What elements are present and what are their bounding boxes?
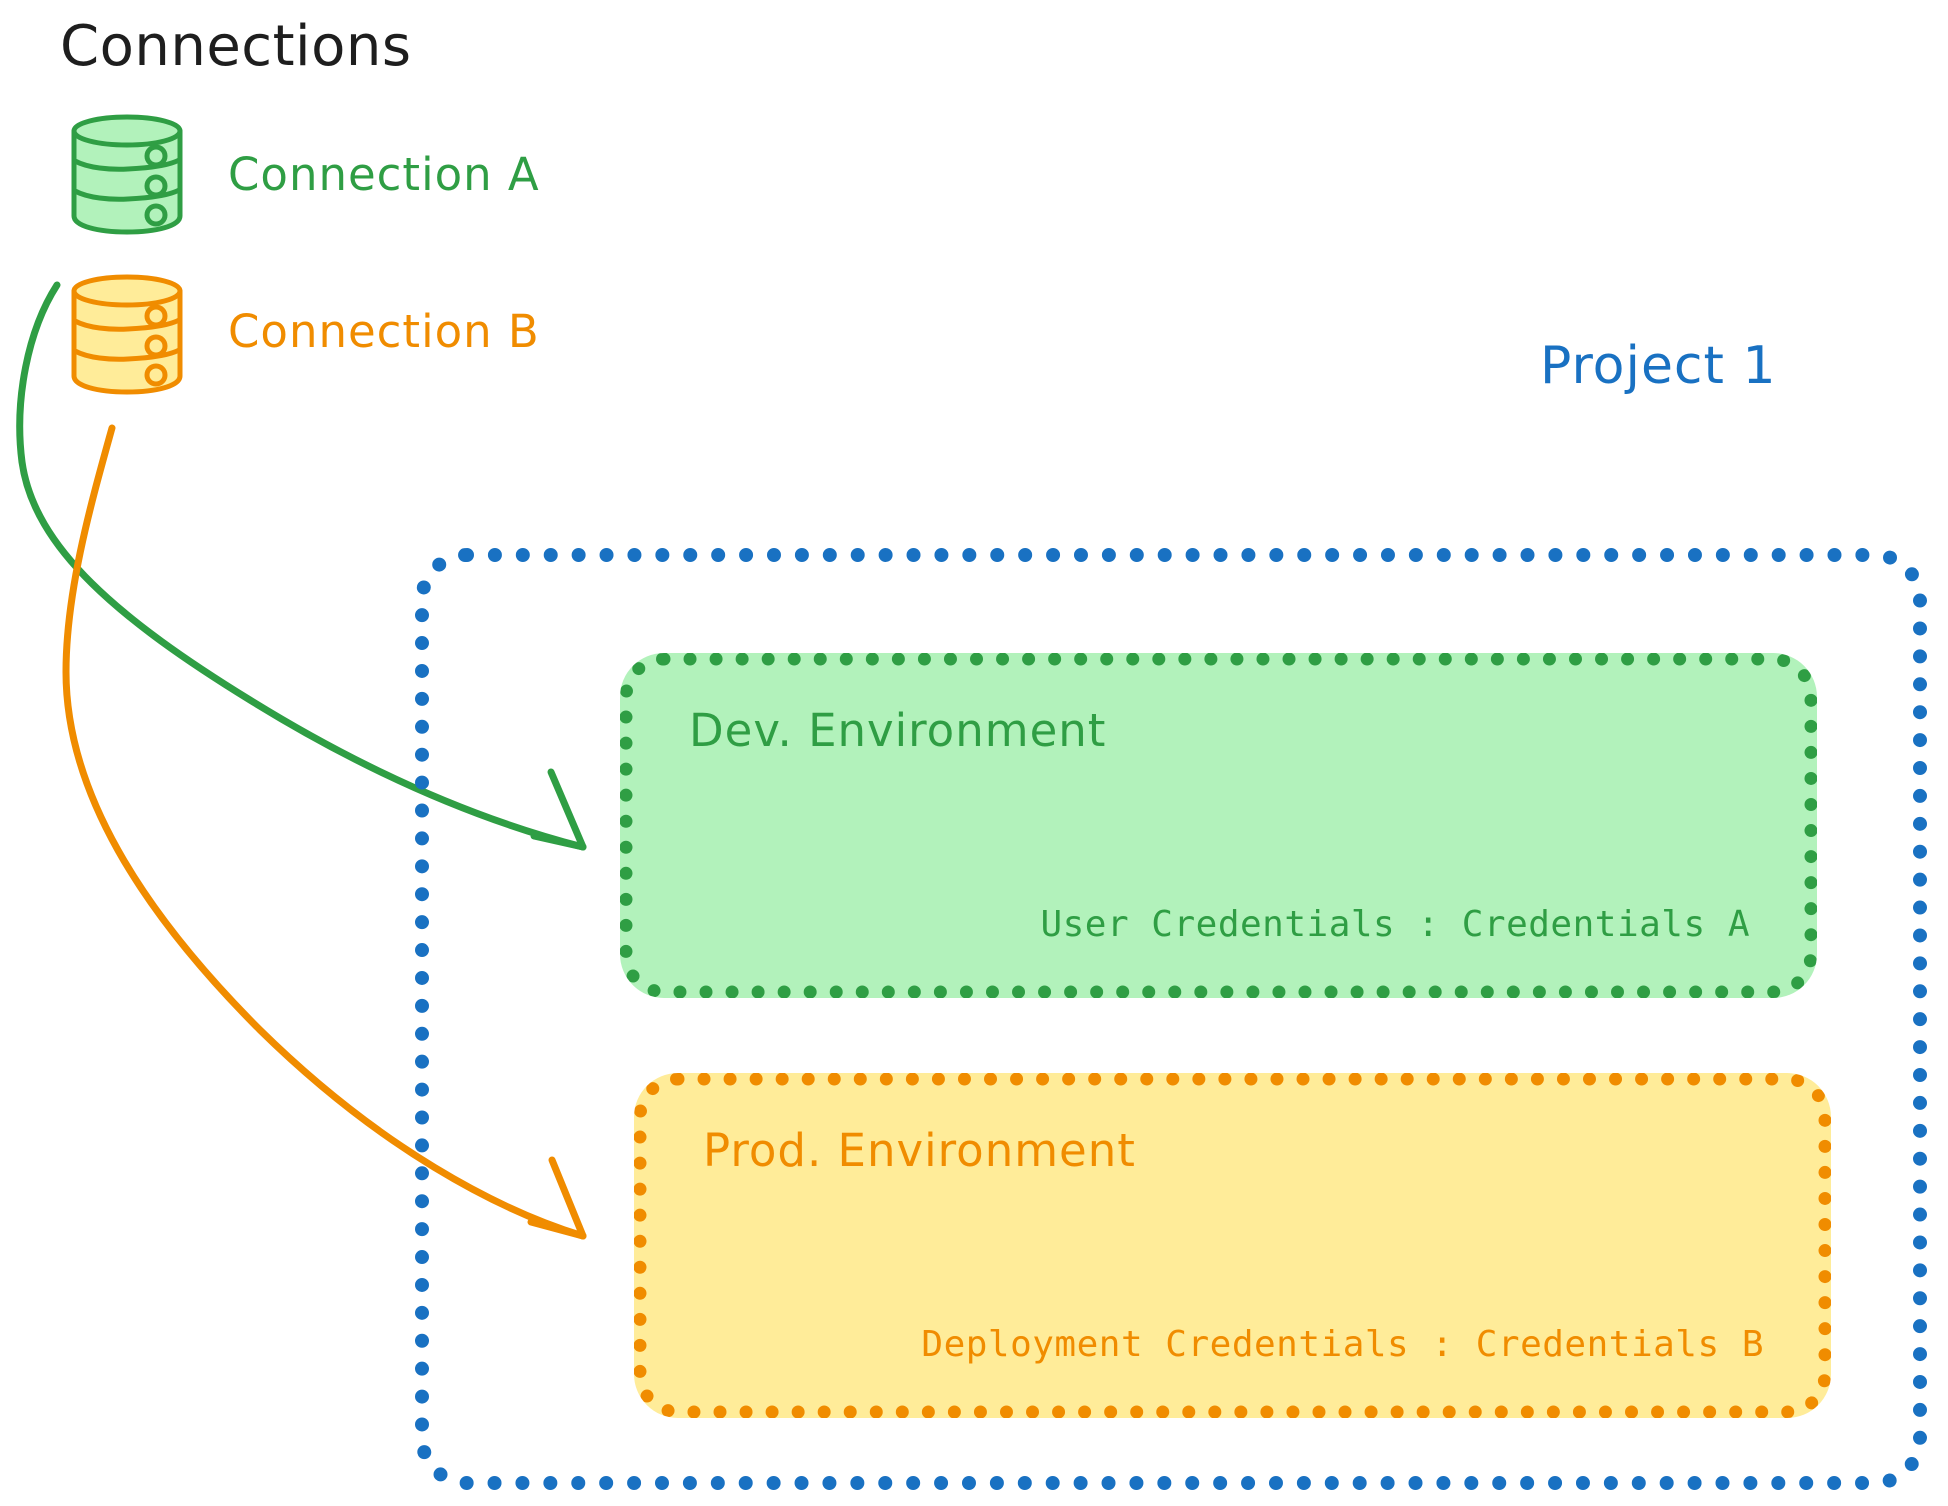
prod-environment-title: Prod. Environment <box>703 1124 1136 1177</box>
prod-environment-credentials: Deployment Credentials : Credentials B <box>921 1324 1764 1365</box>
prod-environment-box: Prod. Environment Deployment Credentials… <box>634 1073 1831 1418</box>
project-title: Project 1 <box>1540 336 1777 396</box>
project-container <box>415 548 1927 1490</box>
arrow-connection-a-to-dev <box>16 281 587 851</box>
arrow-connection-b-to-prod <box>62 424 587 1240</box>
database-cylinder-icon <box>68 272 186 397</box>
page-title: Connections <box>60 14 412 79</box>
dev-environment-title: Dev. Environment <box>689 704 1107 757</box>
connection-b-label: Connection B <box>228 305 540 358</box>
dev-environment-box: Dev. Environment User Credentials : Cred… <box>620 653 1817 998</box>
connection-a-label: Connection A <box>228 148 540 201</box>
dev-environment-credentials: User Credentials : Credentials A <box>1040 904 1750 945</box>
database-cylinder-icon <box>68 112 186 237</box>
